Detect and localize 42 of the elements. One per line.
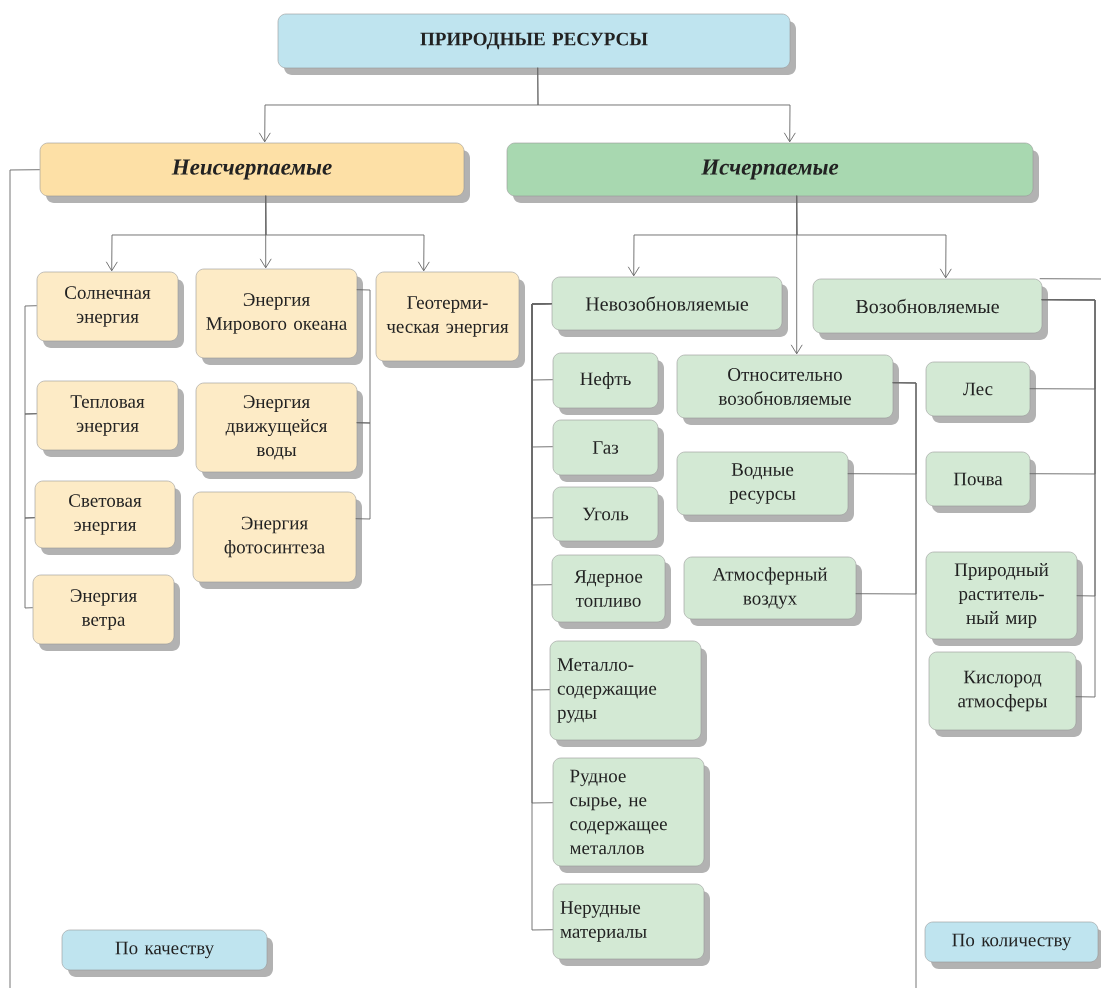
resource-box: Почва [925,451,1036,513]
resource-box: Уголь [552,486,664,548]
category-box: Исчерпаемые [506,142,1039,203]
arrow [265,195,430,272]
connector-line [892,382,917,988]
resource-box: Геотерми-ческая энергия [375,271,525,368]
resource-box: Рудное сырье, не содержащее металлов [552,757,710,873]
subcategory-box: Невозобновляемые [551,276,788,337]
connector-line [356,289,371,424]
resource-box: Солнечная энергия [36,271,184,348]
connector-line [1041,299,1096,698]
criterion-box: По количеству [924,921,1101,969]
resource-box: Ядерное топливо [551,554,671,629]
resource-box: Природный раститель-ный мир [925,551,1083,646]
arrow [796,195,952,279]
resource-box: Энергия ветра [32,574,180,651]
connector-line [24,305,38,415]
connector-line [9,169,41,988]
connector-line [355,422,371,520]
criterion-box: По качеству [61,929,273,977]
connector-line [24,517,36,609]
resource-box: Энергия фотосинтеза [192,491,362,589]
resource-box: Газ [552,419,664,482]
resource-box: Тепловая энергия [36,380,184,457]
resource-box: Металло-содержащие руды [549,640,707,747]
resource-box: Нефть [552,352,664,415]
category-box: Неисчерпаемые [39,142,470,203]
arrow [537,67,796,143]
resource-box: Атмосферный воздух [683,556,862,626]
connector-line [24,413,38,519]
connector-line [531,303,554,931]
connector-line [1039,278,1101,280]
resource-box: Водные ресурсы [676,451,854,522]
resource-box: Световая энергия [34,480,181,555]
resource-box: Лес [925,361,1036,423]
resource-box: Кислород атмосферы [928,651,1082,737]
resource-box: Энергия Мирового океана [195,268,363,365]
subcategory-box: Относительно возобновляемые [676,354,899,425]
title-box: ПРИРОДНЫЕ РЕСУРСЫ [277,13,796,75]
resource-box: Нерудные материалы [552,883,710,966]
subcategory-box: Возобновляемые [812,278,1048,340]
resource-box: Энергия движущейся воды [195,382,363,479]
